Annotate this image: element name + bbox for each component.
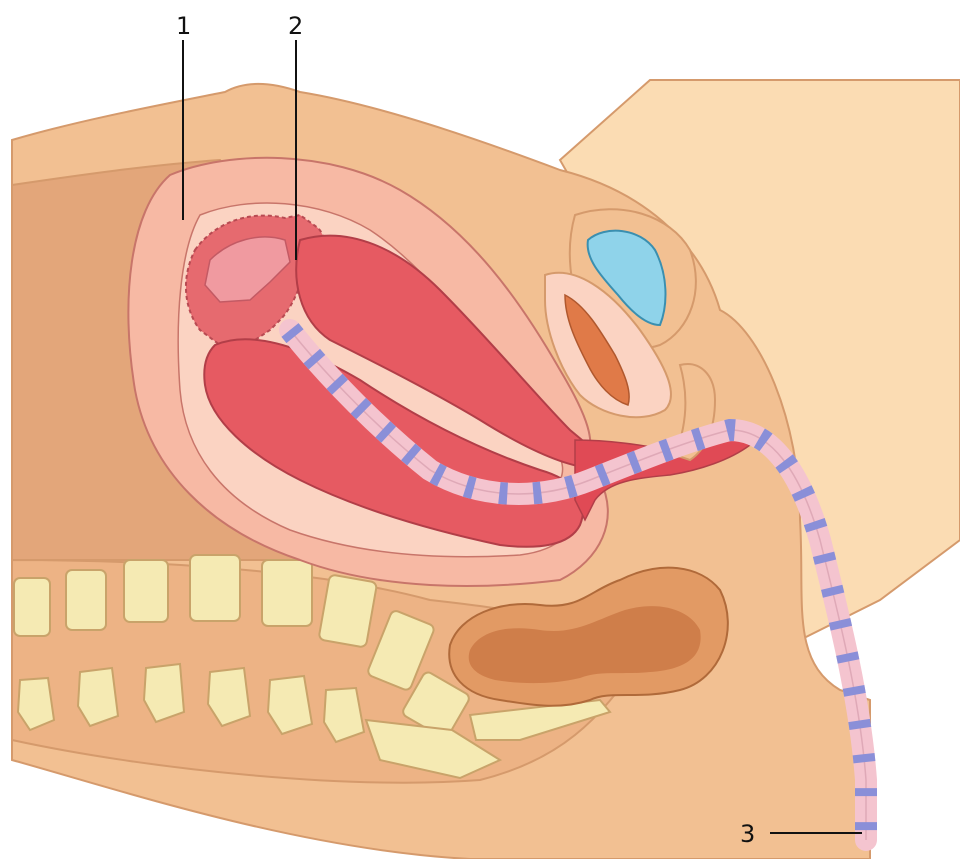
vertebra: [190, 555, 240, 621]
label-2: 2: [288, 12, 303, 40]
label-3: 3: [740, 820, 755, 848]
vertebra: [324, 688, 364, 742]
vertebra: [124, 560, 168, 622]
label-1: 1: [176, 12, 191, 40]
vertebra: [78, 668, 118, 726]
vertebra: [66, 570, 106, 630]
vertebra: [318, 574, 377, 647]
vertebra: [14, 578, 50, 636]
vertebra: [262, 560, 312, 626]
